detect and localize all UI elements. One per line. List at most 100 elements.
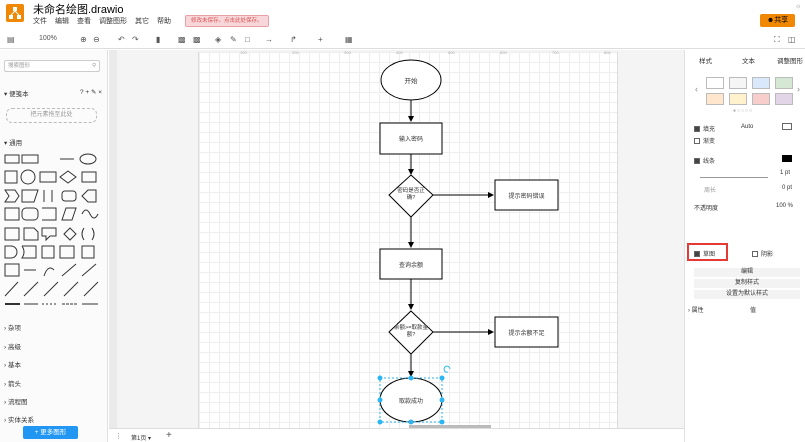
line-checkbox[interactable] [694, 158, 700, 165]
tab-style[interactable]: 样式 [699, 58, 712, 65]
label-input[interactable]: 输入密码 [398, 137, 423, 143]
tab-text[interactable]: 文本 [742, 58, 755, 65]
menu-file[interactable]: 文件 [33, 18, 47, 25]
label-balance[interactable]: 余额>=取款金额? [394, 325, 428, 338]
insert-icon[interactable]: + [318, 35, 323, 44]
pages-menu-icon[interactable]: ⋮ [115, 433, 122, 440]
chevron-left-icon[interactable]: ‹ [695, 84, 698, 94]
fill-row[interactable]: 填充 [694, 124, 715, 133]
section-flowchart[interactable]: › 流程图 [4, 399, 28, 406]
label-err[interactable]: 提示密码错误 [508, 194, 545, 200]
rough-highlight [687, 243, 728, 261]
line-style-select[interactable] [700, 170, 768, 178]
set-default-style-button[interactable]: 设置为默认样式 [694, 290, 800, 299]
line-width-input[interactable]: 1 pt [780, 170, 791, 176]
node-check [388, 174, 434, 218]
document-title[interactable]: 未命名绘图.drawio [33, 4, 124, 16]
to-front-icon[interactable]: ▩ [178, 35, 186, 44]
search-shapes-input[interactable]: 搜索图形⚲ [4, 60, 100, 72]
zoom-out-icon[interactable]: ⊖ [93, 35, 100, 44]
label-start[interactable]: 开始 [404, 78, 418, 85]
delete-icon[interactable]: ▮ [156, 35, 161, 44]
fill-checkbox[interactable] [694, 126, 700, 133]
share-button[interactable]: ☻共享 [760, 14, 795, 27]
table-icon[interactable]: ▦ [345, 35, 353, 44]
ruler: 100 200 300 400 500 600 700 800 [240, 50, 611, 55]
shadow-checkbox[interactable] [752, 251, 758, 258]
settings-icon[interactable]: ☼ [795, 3, 802, 10]
section-advanced[interactable]: › 高级 [4, 344, 21, 351]
style-swatch[interactable] [706, 77, 724, 89]
redo-icon[interactable]: ↷ [132, 35, 139, 44]
style-swatch[interactable] [775, 77, 793, 89]
format-panel-icon[interactable]: ◫ [788, 35, 796, 44]
general-header[interactable]: ▾ 通用 [4, 140, 23, 147]
scratchpad-dropzone[interactable]: 把元素拖至此处 [6, 108, 97, 123]
title-bar [0, 0, 805, 32]
menu-extras[interactable]: 其它 [135, 18, 149, 25]
zoom-in-icon[interactable]: ⊕ [80, 35, 87, 44]
zoom-select[interactable]: 100% [39, 35, 57, 42]
label-check[interactable]: 密码是否正确? [397, 188, 425, 201]
style-swatch[interactable] [706, 93, 724, 105]
horizontal-scrollbar[interactable] [409, 425, 491, 428]
opacity-input[interactable]: 100 % [776, 203, 794, 209]
label-insufficient[interactable]: 提示余额不足 [508, 331, 545, 337]
label-success[interactable]: 取款成功 [398, 399, 423, 405]
perimeter-input[interactable]: 0 pt [782, 185, 793, 191]
menu-edit[interactable]: 编辑 [55, 18, 69, 25]
gradient-row[interactable]: 渐变 [694, 136, 715, 145]
style-swatch[interactable] [775, 93, 793, 105]
shadow-option[interactable]: 阴影 [752, 249, 773, 258]
line-row[interactable]: 线条 [694, 156, 715, 165]
node-input [379, 122, 443, 155]
line-color-icon[interactable]: ✎ [230, 35, 237, 44]
swatch-pager[interactable]: ●○○○○ [733, 108, 754, 114]
diagram-page[interactable] [198, 52, 618, 428]
menu-arrange[interactable]: 调整图形 [99, 18, 127, 25]
shadow-icon[interactable]: □ [245, 35, 250, 44]
label-query[interactable]: 查询余额 [398, 263, 423, 269]
section-misc[interactable]: › 杂项 [4, 325, 21, 332]
section-er[interactable]: › 实体关系 [4, 417, 34, 424]
add-page-icon[interactable]: + [166, 430, 172, 441]
to-back-icon[interactable]: ▩ [193, 35, 201, 44]
style-swatch[interactable] [752, 77, 770, 89]
undo-icon[interactable]: ↶ [118, 35, 125, 44]
style-swatch[interactable] [729, 93, 747, 105]
rough-checkbox[interactable] [694, 251, 700, 258]
search-icon: ⚲ [91, 63, 96, 69]
page-tab[interactable]: 第1页 ▾ [131, 436, 152, 442]
shape-library-grid[interactable] [2, 150, 102, 310]
fill-select[interactable]: Auto [741, 124, 754, 130]
gradient-checkbox[interactable] [694, 138, 700, 145]
unsaved-notice[interactable]: 修改未保存。点击此处保存。 [185, 15, 269, 27]
node-balance [388, 310, 434, 355]
menu-help[interactable]: 帮助 [157, 18, 171, 25]
fullscreen-icon[interactable]: ⛶ [774, 35, 780, 44]
tab-arrange[interactable]: 调整图形 [777, 58, 803, 65]
scratchpad-actions-icon[interactable]: ? + ✎ × [80, 89, 103, 96]
menu-view[interactable]: 查看 [77, 18, 91, 25]
diagram-canvas[interactable]: 100 200 300 400 500 600 700 800 开始 [109, 50, 684, 428]
connection-icon[interactable]: → [265, 35, 273, 44]
panels-icon[interactable]: ▤ [7, 35, 15, 44]
line-color-swatch[interactable] [782, 155, 792, 162]
edit-style-button[interactable]: 编辑 [694, 268, 800, 277]
vertical-scrollbar[interactable] [109, 50, 117, 428]
scratchpad-header[interactable]: ▾ 便笺本? + ✎ × [4, 89, 103, 98]
style-swatch[interactable] [729, 77, 747, 89]
waypoints-icon[interactable]: ↱ [290, 35, 297, 44]
more-shapes-button[interactable]: + 更多图形 [23, 426, 78, 439]
property-header[interactable]: › 属性 [688, 308, 704, 314]
fill-color-icon[interactable]: ◈ [215, 35, 222, 44]
rough-option[interactable]: 草图 [694, 249, 715, 258]
style-swatch[interactable] [752, 93, 770, 105]
copy-style-button[interactable]: 复制样式 [694, 279, 800, 288]
drawio-logo-icon [6, 4, 24, 22]
node-insufficient [494, 316, 559, 348]
section-basic[interactable]: › 基本 [4, 362, 21, 369]
section-arrows[interactable]: › 箭头 [4, 381, 21, 388]
fill-color-swatch[interactable] [782, 123, 792, 130]
chevron-right-icon[interactable]: › [797, 84, 800, 94]
